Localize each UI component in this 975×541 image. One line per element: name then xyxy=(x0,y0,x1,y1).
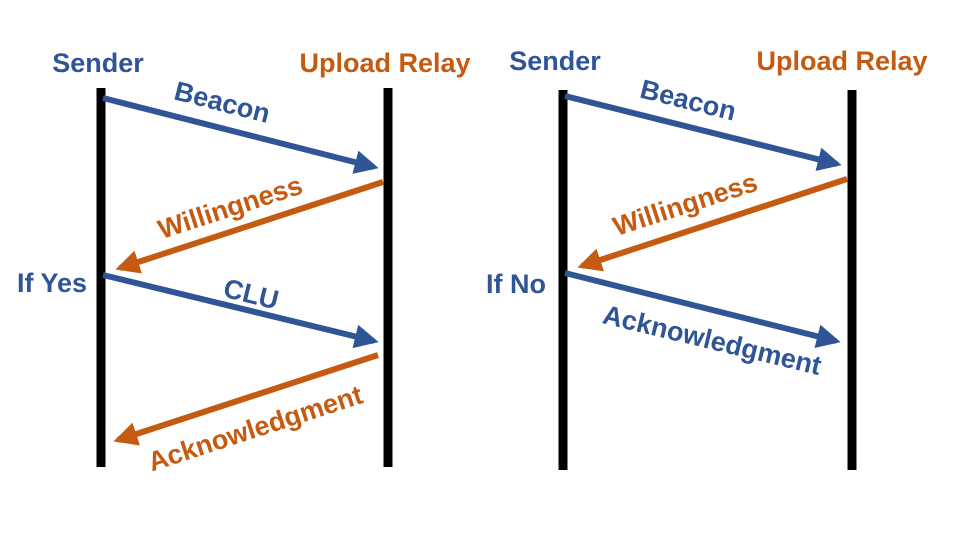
upload-relay-participant-label: Upload Relay xyxy=(756,46,927,76)
beacon-arrow xyxy=(102,95,379,174)
if-yes-condition-label: If Yes xyxy=(17,268,87,298)
if-no-condition-label: If No xyxy=(486,269,546,299)
willingness-arrow xyxy=(577,176,848,272)
diagram-if-no: Sender Upload Relay Beacon Willingness I… xyxy=(486,46,928,470)
acknowledgment-arrow xyxy=(113,352,379,446)
upload-relay-participant-label: Upload Relay xyxy=(299,48,470,78)
beacon-arrow xyxy=(564,93,842,171)
acknowledgment-arrow xyxy=(564,270,841,348)
clu-arrow xyxy=(102,272,379,349)
sender-participant-label: Sender xyxy=(509,46,601,76)
diagram-if-yes: Sender Upload Relay Beacon Willingness I… xyxy=(17,48,471,477)
sender-participant-label: Sender xyxy=(52,48,144,78)
clu-message-label: CLU xyxy=(221,273,282,315)
willingness-arrow xyxy=(115,179,384,274)
